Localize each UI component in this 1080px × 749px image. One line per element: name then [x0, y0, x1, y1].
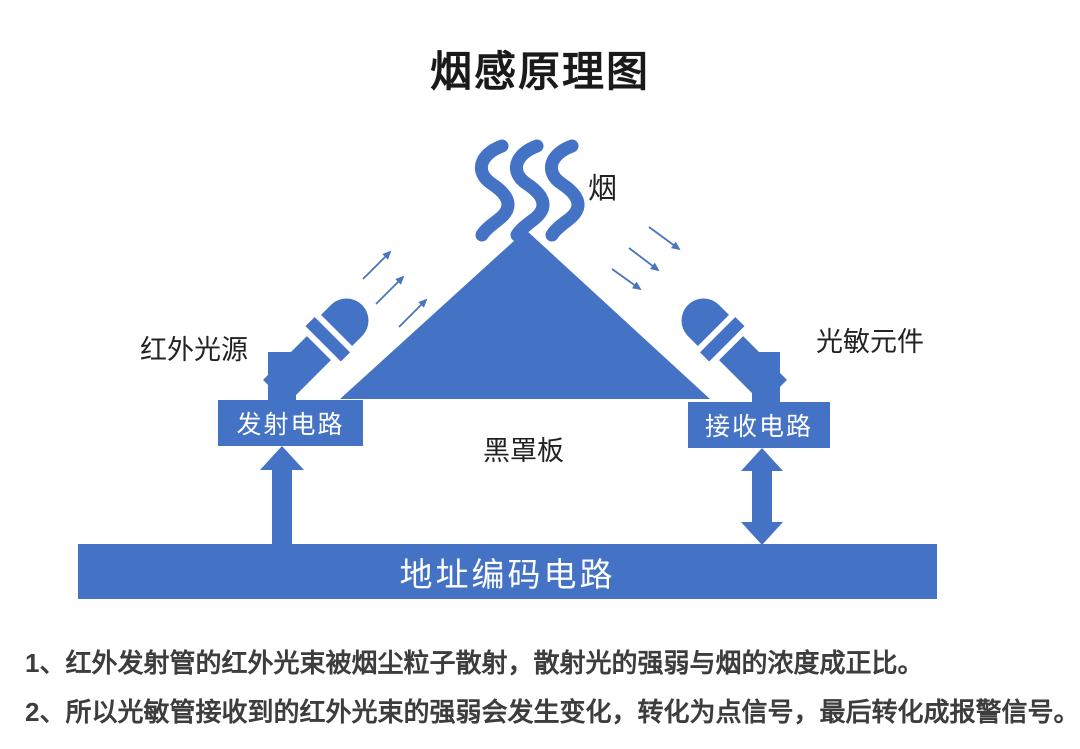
- photosensor-ring: [699, 316, 745, 362]
- infrared-emitter-icon: [263, 298, 369, 404]
- photosensor-label: 光敏元件: [816, 327, 924, 357]
- photosensor-icon: [681, 298, 787, 404]
- note-line-2: 2、所以光敏管接收到的红外光束的强弱会发生变化，转化为点信号，最后转化成报警信号…: [25, 697, 1080, 727]
- photosensor-head: [681, 298, 729, 346]
- double-arrow-icon: [741, 448, 783, 545]
- page-title: 烟感原理图: [429, 48, 650, 95]
- note-line-1: 1、红外发射管的红外光束被烟尘粒子散射，散射光的强弱与烟的浓度成正比。: [25, 648, 924, 678]
- smoke-squiggle: [510, 139, 550, 242]
- smoke-label: 烟: [588, 173, 618, 205]
- smoke-icon: [475, 139, 585, 242]
- ir-source-label: 红外光源: [140, 335, 248, 365]
- photosensor-body: [719, 336, 787, 404]
- up-arrow-icon: [260, 446, 304, 546]
- receiver-circuit-box: 接收电路: [688, 402, 830, 448]
- cover-board-triangle: [340, 230, 710, 399]
- scattered-light-arrows-right: [611, 226, 681, 291]
- emitter-body: [263, 336, 331, 404]
- address-encoding-bar: 地址编码电路: [78, 544, 937, 599]
- emitter-ring: [305, 316, 351, 362]
- notes-section: 1、红外发射管的红外光束被烟尘粒子散射，散射光的强弱与烟的浓度成正比。 2、所以…: [25, 645, 1080, 743]
- emitter-circuit-box: 发射电路: [218, 400, 363, 446]
- cover-board-label: 黑罩板: [483, 436, 564, 466]
- emitter-head: [321, 298, 369, 346]
- smoke-squiggle: [475, 139, 515, 242]
- scattered-light-arrows-left: [362, 250, 428, 328]
- smoke-squiggle: [545, 139, 585, 242]
